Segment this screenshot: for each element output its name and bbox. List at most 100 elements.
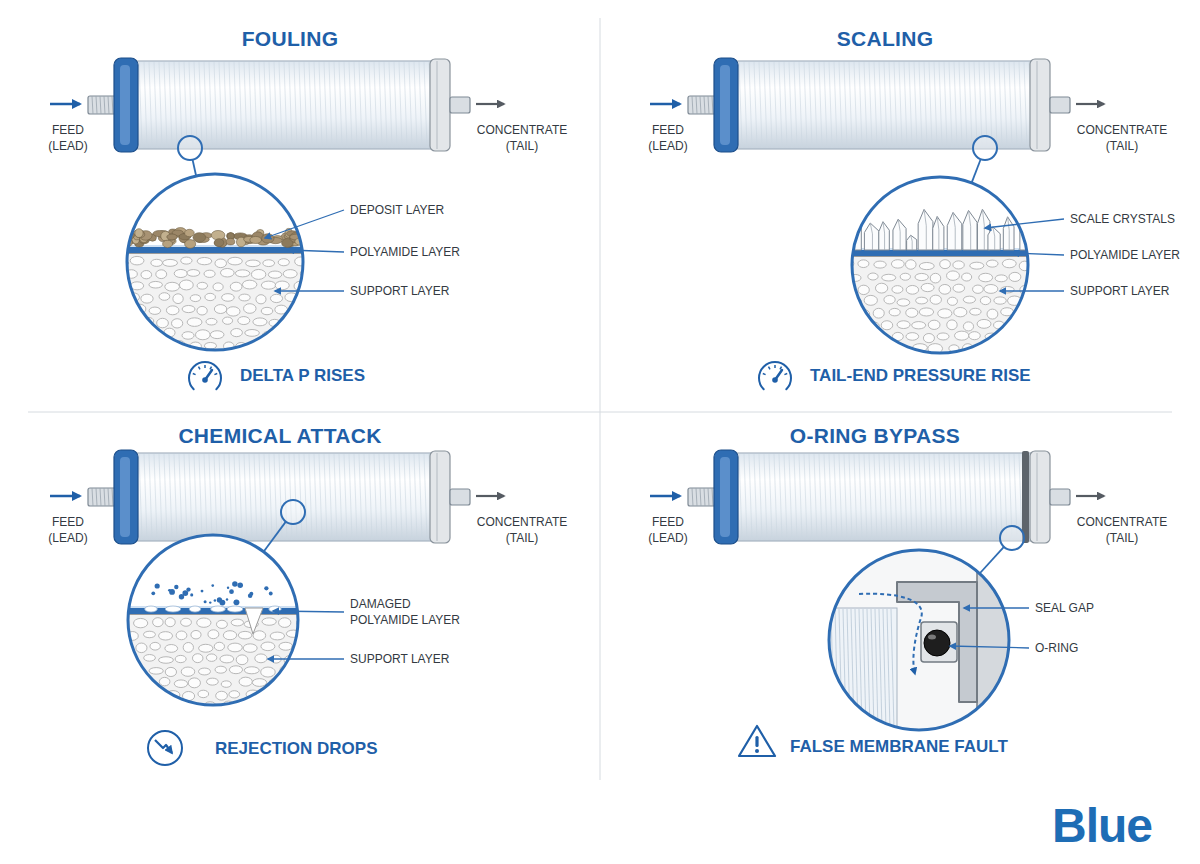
support-pore	[115, 283, 129, 290]
layer-label: POLYAMIDE LAYER	[350, 244, 460, 260]
eroded-pit	[211, 606, 226, 612]
membrane-wrap	[359, 62, 362, 148]
pipe-thread	[704, 96, 705, 114]
membrane-wrap	[979, 62, 982, 148]
support-pore	[187, 270, 200, 277]
membrane-wrap	[149, 454, 152, 540]
support-pore	[150, 642, 160, 650]
warning-icon	[739, 726, 775, 756]
scale-crystal	[864, 223, 879, 250]
support-pore	[253, 631, 266, 640]
failure-panel: SCALINGTAIL-END PRESSURE RISE	[600, 0, 1200, 412]
membrane-wrap	[919, 454, 922, 540]
dissolved-fragment	[169, 589, 175, 595]
deposit-particle	[135, 229, 143, 238]
support-pore	[963, 296, 975, 303]
membrane-wrap	[844, 62, 847, 148]
support-pore	[868, 273, 878, 280]
support-pore	[905, 260, 916, 269]
support-pore	[182, 332, 194, 340]
pipe-thread	[96, 96, 97, 114]
membrane-wrap	[284, 454, 287, 540]
membrane-wrap	[934, 454, 937, 540]
membrane-wrap	[784, 62, 787, 148]
support-pore	[851, 344, 865, 354]
membrane-wrap	[794, 62, 797, 148]
support-pore	[226, 307, 240, 316]
icon-ring	[148, 731, 182, 765]
support-pore	[251, 269, 265, 279]
support-pore	[156, 270, 167, 279]
membrane-wrap	[924, 62, 927, 148]
part-label: SEAL GAP	[1035, 600, 1094, 616]
membrane-wrap	[904, 454, 907, 540]
eroded-pit	[189, 606, 201, 612]
membrane-wrap	[854, 454, 857, 540]
support-pore	[923, 334, 934, 343]
flow-label: CONCENTRATE (TAIL)	[470, 514, 574, 546]
membrane-wrap	[194, 62, 197, 148]
membrane-wrap	[964, 454, 967, 540]
support-pore	[192, 654, 202, 663]
support-pore	[229, 691, 240, 698]
scale-crystal	[963, 210, 977, 250]
membrane-wrap	[974, 454, 977, 540]
crystal-facet	[953, 212, 955, 250]
scale-crystal	[879, 222, 890, 250]
support-pore	[261, 642, 275, 651]
support-pore	[198, 690, 209, 697]
membrane-wrap	[809, 454, 812, 540]
deposit-particle	[163, 240, 173, 247]
cap-edge	[437, 453, 438, 541]
support-pore	[842, 283, 854, 292]
membrane-element	[650, 58, 1104, 152]
feed-arrow	[50, 103, 80, 106]
support-pore	[930, 295, 941, 304]
pipe-thread	[112, 96, 113, 114]
membrane-wrap	[369, 454, 372, 540]
membrane-wrap	[834, 454, 837, 540]
crystal-facet	[969, 210, 971, 250]
membrane-wrap	[269, 62, 272, 148]
gauge-hub	[772, 377, 778, 383]
membrane-wrap	[139, 454, 142, 540]
support-pore	[206, 678, 218, 685]
membrane-wrap	[239, 62, 242, 148]
gauge-hub	[202, 377, 208, 383]
membrane-wrap	[854, 62, 857, 148]
dissolved-fragment	[214, 599, 217, 602]
support-pore	[994, 297, 1006, 304]
support-pore	[937, 333, 949, 340]
support-pore	[176, 631, 187, 640]
dissolved-fragment	[174, 585, 178, 589]
membrane-wrap	[274, 454, 277, 540]
membrane-wrap	[824, 62, 827, 148]
symptom-caption: DELTA P RISES	[240, 366, 365, 386]
support-pore	[142, 704, 157, 712]
support-pore	[875, 283, 887, 293]
support-pore	[172, 319, 183, 328]
leader-line	[265, 210, 344, 238]
membrane-wrap	[794, 454, 797, 540]
zoom-outline	[127, 174, 303, 350]
support-pore	[191, 630, 201, 638]
zoom-outline	[128, 535, 298, 705]
bypass-flow	[859, 594, 922, 674]
membrane-wrap	[839, 62, 842, 148]
membrane-wrap	[364, 62, 367, 148]
leader-line	[964, 607, 1029, 608]
support-pore	[261, 281, 275, 289]
support-pore	[159, 344, 171, 352]
support-pore	[159, 657, 174, 664]
membrane-wrap	[289, 62, 292, 148]
support-pore	[157, 702, 168, 712]
support-pore	[144, 655, 156, 662]
membrane-wrap	[799, 454, 802, 540]
membrane-wrap	[344, 62, 347, 148]
zoom-ground	[128, 535, 298, 705]
membrane-wrap	[424, 454, 427, 540]
membrane-wrap	[1019, 62, 1022, 148]
membrane-wrap	[409, 454, 412, 540]
support-pore	[165, 667, 176, 676]
membrane-wrap	[859, 62, 862, 148]
